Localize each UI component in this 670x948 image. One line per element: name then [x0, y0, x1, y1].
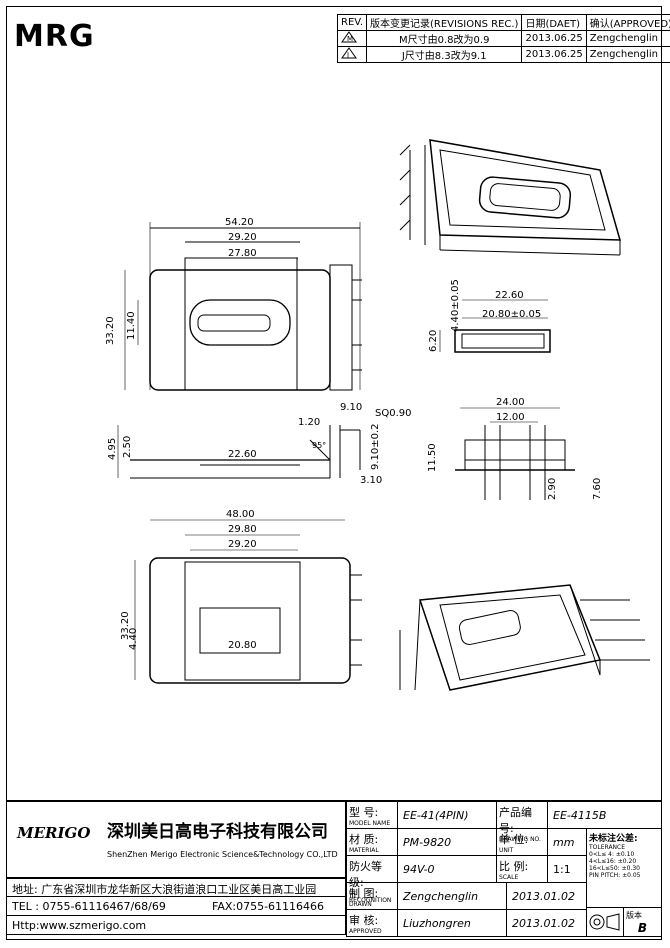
- technical-drawing: 54.20 29.20 27.80 33.20 11.40 22.60 20.8…: [105, 139, 650, 691]
- svg-text:J: J: [346, 51, 349, 59]
- revision-table: REV. 版本变更记录(REVISIONS REC.) 日期(DAET) 确认(…: [337, 14, 670, 63]
- ul-label-cell: 防火等级:UL RECOGNITION: [346, 855, 398, 904]
- isometric-view-top: [399, 139, 622, 256]
- drawn-date: 2013.01.02: [506, 882, 587, 910]
- unit-value: mm: [547, 828, 587, 856]
- revision-mark-icon: J: [337, 46, 367, 63]
- http-cell: Http:www.szmerigo.com: [6, 915, 346, 935]
- model-value: EE-41(4PIN): [397, 801, 497, 829]
- company-cn-name: 深圳美日高电子科技有限公司: [107, 822, 328, 842]
- material-value: PM-9820: [397, 828, 497, 856]
- scale-label-cell: 比 例:SCALE: [496, 855, 548, 883]
- dim-r: 27.80: [228, 248, 257, 259]
- dim-o: 22.60: [495, 290, 524, 301]
- dim-s: 4.40±0.05: [450, 279, 461, 332]
- approved-date: 2013.01.02: [506, 909, 587, 937]
- dim-33-20b: 33.20: [120, 611, 131, 640]
- dim-p: 6.20: [428, 330, 439, 352]
- unit-label-cell: 单 位:UNIT: [496, 828, 548, 856]
- dim-20-80: 20.80: [228, 640, 257, 651]
- dim-29-20: 29.20: [228, 232, 257, 243]
- dim-29-20b: 29.20: [228, 539, 257, 550]
- front-view: [117, 425, 361, 479]
- dim-b: 54.20: [225, 217, 254, 228]
- approved-value: Liuzhongren: [397, 909, 507, 937]
- mrg-logo: MRG: [14, 19, 95, 54]
- dim-angle: 95°: [312, 441, 326, 450]
- dim-f: 4.95: [107, 438, 118, 460]
- dim-9-10: 9.10: [340, 402, 362, 413]
- revision-content: J尺寸由8.3改为9.1: [365, 46, 523, 63]
- revision-mark-icon: M: [337, 30, 367, 47]
- title-block: MERIGO 深圳美日高电子科技有限公司 ShenZhen Merigo Ele…: [6, 800, 662, 941]
- revision-row: J J尺寸由8.3改为9.1 2013.06.25 Zengchenglin: [337, 46, 670, 63]
- company-cell: MERIGO 深圳美日高电子科技有限公司 ShenZhen Merigo Ele…: [6, 801, 346, 879]
- dim-i: 3.10: [360, 475, 382, 486]
- dim-a: 33.20: [105, 316, 116, 345]
- scale-value: 1:1: [547, 855, 587, 883]
- dim-d: 7.60: [592, 478, 603, 500]
- bottom-view: [134, 519, 362, 684]
- dim-q: 11.40: [126, 311, 137, 340]
- material-label-cell: 材 质:MATERIAL: [346, 828, 398, 856]
- dim-e: 48.00: [226, 509, 255, 520]
- drawn-value: Zengchenglin: [397, 882, 507, 910]
- dim-4-40: 4.40: [128, 628, 139, 650]
- address-cell: 地址: 广东省深圳市龙华新区大浪街道浪口工业区美日高工业园: [6, 877, 346, 897]
- top-view: [124, 222, 362, 391]
- dim-24: 24.00: [496, 397, 525, 408]
- dim-m: SQ0.90: [375, 408, 411, 419]
- projection-symbol-icon: [586, 907, 624, 937]
- tolerance-cell: 未标注公差: TOLERANCE 0<L≤ 4: ±0.10 4<L≤16: ±…: [586, 828, 662, 908]
- dim-h: 2.90: [547, 478, 558, 500]
- dim-j: 9.10±0.2: [370, 423, 381, 470]
- isometric-view-bottom: [399, 584, 650, 691]
- contact-cell: TEL : 0755-61116467/68/69 FAX:0755-61116…: [6, 896, 346, 916]
- drawing-no-label-cell: 产品编号:DRAWING NO.: [496, 801, 548, 843]
- drawing-no-value: EE-4115B: [547, 801, 662, 829]
- fax-text: FAX:0755-61116466: [212, 900, 325, 913]
- dim-1-20: 1.20: [298, 417, 320, 428]
- drawn-label-cell: 制 图:DRAWN: [346, 882, 398, 910]
- version-cell: 版本 B: [623, 907, 662, 937]
- drawing-frame: [6, 6, 662, 940]
- tel-text: TEL : 0755-61116467/68/69: [12, 900, 166, 913]
- dim-c: 20.80±0.05: [482, 309, 541, 320]
- model-label-cell: 型 号:MODEL NAME: [346, 801, 398, 829]
- dim-k: 12.00: [496, 412, 525, 423]
- company-en-name: ShenZhen Merigo Electronic Science&Techn…: [107, 850, 338, 859]
- merigo-logo: MERIGO: [17, 824, 91, 842]
- dim-n: 11.50: [427, 443, 438, 472]
- end-view: [455, 407, 575, 500]
- side-view: [439, 299, 551, 353]
- ul-value: 94V-0: [397, 855, 497, 883]
- approved-label-cell: 审 核:APPROVED: [346, 909, 398, 937]
- revision-date: 2013.06.25: [521, 46, 587, 63]
- dim-29-80: 29.80: [228, 524, 257, 535]
- revision-approved: Zengchenglin: [585, 46, 670, 63]
- svg-text:M: M: [347, 35, 353, 43]
- dim-22-60: 22.60: [228, 449, 257, 460]
- dim-g: 2.50: [122, 436, 133, 458]
